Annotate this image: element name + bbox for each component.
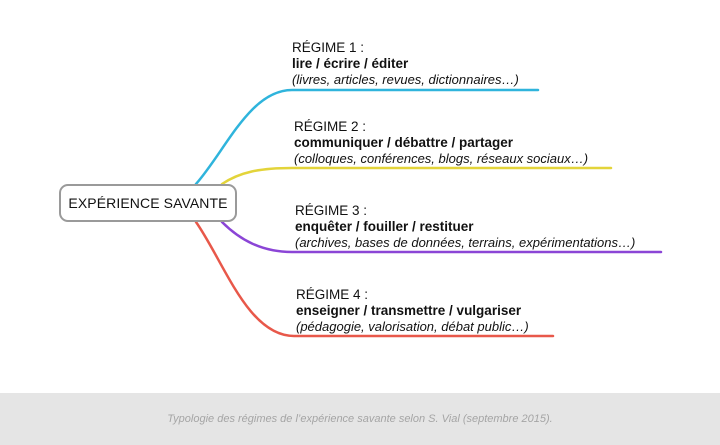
branch-2-title: RÉGIME 2 : xyxy=(294,119,367,134)
root-label: EXPÉRIENCE SAVANTE xyxy=(68,195,228,211)
branch-4-title: RÉGIME 4 : xyxy=(296,287,369,302)
branch-4-connector xyxy=(194,220,555,338)
branch-2-connector xyxy=(220,166,613,186)
branch-regime-1: RÉGIME 1 : lire / écrire / éditer (livre… xyxy=(292,40,519,88)
branch-1-title: RÉGIME 1 : xyxy=(292,40,365,55)
branch-connectors xyxy=(194,88,663,338)
branch-regime-2: RÉGIME 2 : communiquer / débattre / part… xyxy=(294,119,588,167)
branch-4-verbs: enseigner / transmettre / vulgariser xyxy=(296,303,522,318)
caption-band: Typologie des régimes de l’expérience sa… xyxy=(0,393,720,445)
figure-caption: Typologie des régimes de l’expérience sa… xyxy=(167,413,553,425)
branch-1-verbs: lire / écrire / éditer xyxy=(292,56,409,71)
branch-1-connector xyxy=(194,88,540,186)
root-node: EXPÉRIENCE SAVANTE xyxy=(59,184,237,222)
branch-regime-4: RÉGIME 4 : enseigner / transmettre / vul… xyxy=(296,287,529,335)
branch-3-examples: (archives, bases de données, terrains, e… xyxy=(295,235,636,250)
branch-2-verbs: communiquer / débattre / partager xyxy=(294,135,514,150)
branch-regime-3: RÉGIME 3 : enquêter / fouiller / restitu… xyxy=(295,203,635,251)
mind-map-figure: EXPÉRIENCE SAVANTE RÉGIME 1 : lire / écr… xyxy=(59,40,663,338)
branch-3-verbs: enquêter / fouiller / restituer xyxy=(295,219,474,234)
branch-2-examples: (colloques, conférences, blogs, réseaux … xyxy=(294,151,589,166)
branch-3-title: RÉGIME 3 : xyxy=(295,203,368,218)
branch-4-examples: (pédagogie, valorisation, débat public…) xyxy=(296,319,529,334)
branch-1-examples: (livres, articles, revues, dictionnaires… xyxy=(292,72,519,87)
branch-3-connector xyxy=(220,220,663,254)
